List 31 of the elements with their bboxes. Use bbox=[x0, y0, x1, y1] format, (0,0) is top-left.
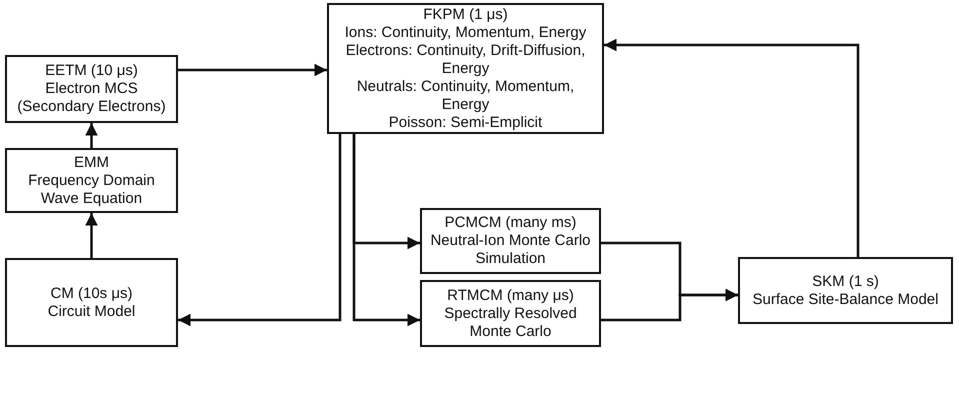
arrow bbox=[85, 123, 98, 148]
process-box bbox=[738, 257, 953, 324]
arrow bbox=[85, 213, 98, 258]
box-text: CM (10s μs) bbox=[50, 284, 134, 302]
arrow bbox=[604, 38, 860, 257]
box-text: Neutrals: Continuity, Momentum, Energy bbox=[356, 78, 576, 114]
process-box bbox=[5, 148, 178, 213]
arrow bbox=[352, 134, 420, 326]
box-text: Electron MCS (Secondary Electrons) bbox=[16, 80, 167, 116]
process-box bbox=[5, 258, 178, 347]
box-text: PCMCM (many ms) bbox=[444, 214, 578, 232]
process-box bbox=[327, 3, 604, 134]
box-text: FKPM (1 μs) bbox=[422, 6, 509, 24]
box-text: Spectrally Resolved Monte Carlo bbox=[443, 304, 578, 340]
arrow bbox=[178, 134, 342, 326]
process-box bbox=[420, 280, 601, 347]
process-box bbox=[5, 55, 178, 123]
box-text: EMM bbox=[73, 154, 110, 172]
process-box bbox=[420, 208, 601, 274]
box-text: SKM (1 s) bbox=[811, 272, 880, 290]
box-text: Electrons: Continuity, Drift-Diffusion, Energy bbox=[344, 42, 586, 78]
box-text: Surface Site-Balance Model bbox=[752, 290, 940, 308]
arrow bbox=[178, 64, 327, 76]
box-text: Circuit Model bbox=[46, 302, 136, 320]
box-text: Neutral-Ion Monte Carlo Simulation bbox=[429, 232, 592, 268]
box-text: Ions: Continuity, Momentum, Energy bbox=[344, 24, 588, 42]
box-text: Poisson: Semi-Emplicit bbox=[388, 114, 544, 132]
box-text: Frequency Domain Wave Equation bbox=[27, 172, 156, 208]
box-text: EETM (10 μs) bbox=[44, 62, 139, 80]
box-text: RTMCM (many μs) bbox=[446, 286, 575, 304]
arrow bbox=[601, 288, 738, 322]
